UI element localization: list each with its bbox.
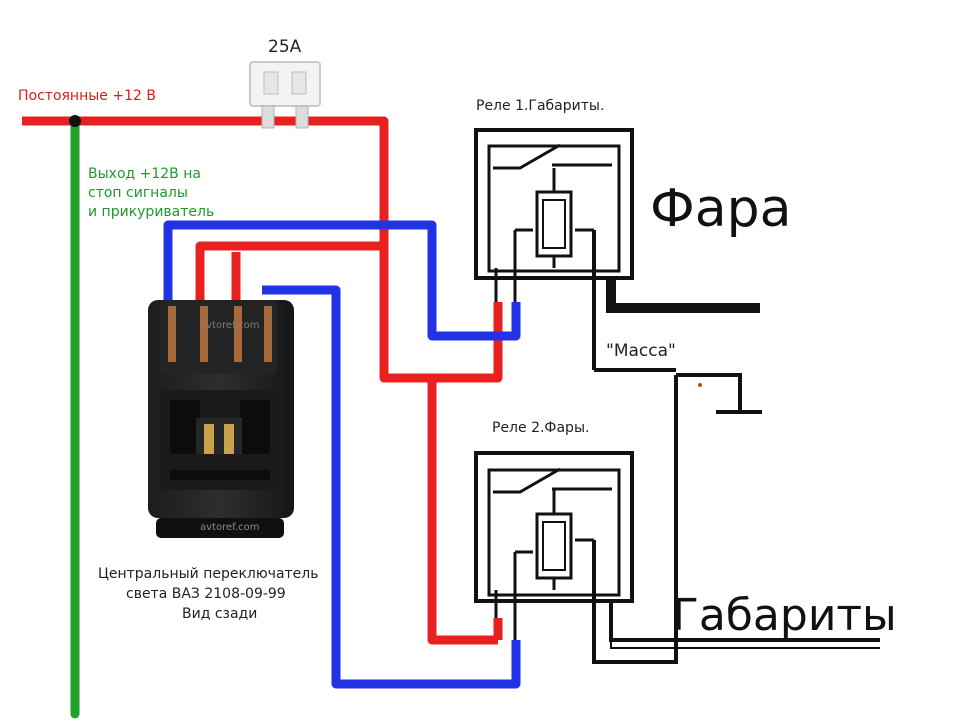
switch-caption: Центральный переключатель света ВАЗ 2108… xyxy=(98,566,319,622)
relay-1-label: Реле 1.Габариты. xyxy=(476,98,604,114)
junction-dot xyxy=(69,115,81,127)
light-switch-body: avtoref.com avtoref.com xyxy=(148,300,294,538)
output-label: Выход +12В на стоп сигналы и прикуривате… xyxy=(88,166,214,220)
switch-pins xyxy=(168,306,272,362)
watermark-top: avtoref.com xyxy=(200,320,259,331)
red-wires xyxy=(22,116,503,645)
relay-1 xyxy=(474,128,634,302)
headlight-label: Фара xyxy=(650,179,792,239)
switch-caption-line-2: света ВАЗ 2108-09-99 xyxy=(126,586,286,602)
parking-label: Габариты xyxy=(672,590,897,641)
blue-wires xyxy=(163,220,521,689)
ground-label: "Масса" xyxy=(606,341,676,361)
constant-power-label: Постоянные +12 В xyxy=(18,88,156,104)
switch-caption-line-1: Центральный переключатель xyxy=(98,566,319,582)
relay-2-label: Реле 2.Фары. xyxy=(492,420,589,436)
output-line-1: Выход +12В на xyxy=(88,166,201,182)
ground-dot xyxy=(698,383,702,387)
switch-caption-line-3: Вид сзади xyxy=(182,606,257,622)
output-line-3: и прикуриватель xyxy=(88,204,214,220)
watermark-bottom: avtoref.com xyxy=(200,522,259,533)
fuse-label: 25A xyxy=(268,37,302,57)
output-line-2: стоп сигналы xyxy=(88,185,188,201)
fuse-icon xyxy=(249,61,321,129)
relay-2 xyxy=(474,451,634,640)
